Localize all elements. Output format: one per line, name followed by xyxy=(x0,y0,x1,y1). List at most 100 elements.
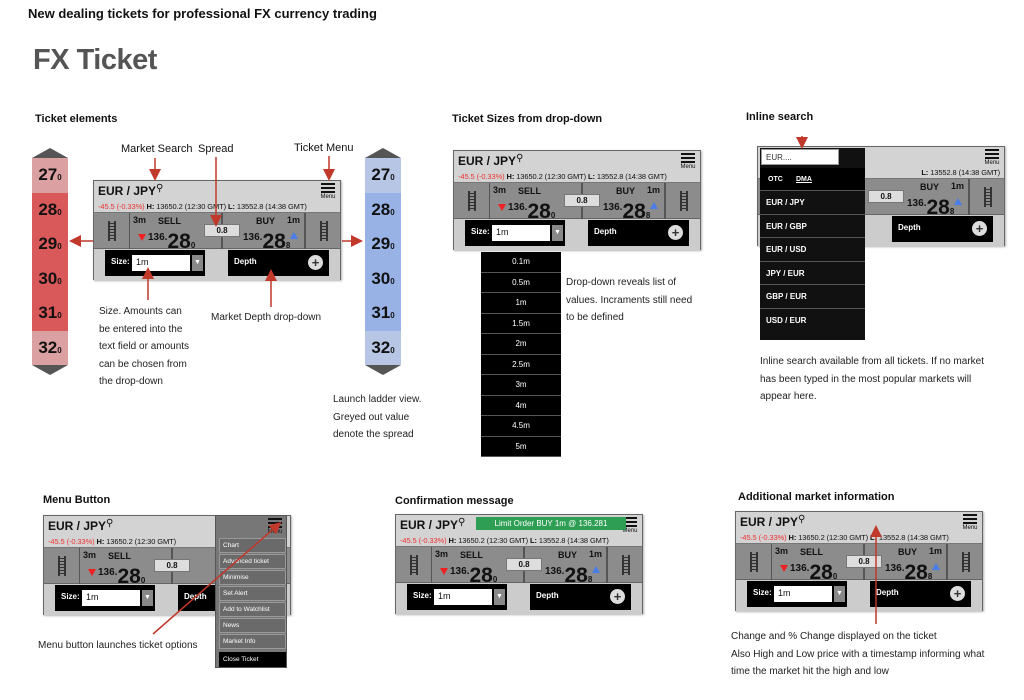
search-icon[interactable]: ⚲ xyxy=(458,517,466,528)
ladder-button-buy[interactable] xyxy=(948,544,984,580)
plus-icon[interactable]: + xyxy=(950,586,965,601)
menu-icon[interactable]: Menu xyxy=(320,182,336,201)
size-input[interactable]: 1m xyxy=(434,589,492,605)
tab-dma[interactable]: DMA xyxy=(796,176,812,183)
ladder-button-buy[interactable] xyxy=(608,547,644,583)
ladder-button-buy[interactable] xyxy=(306,213,342,249)
market-stats: L: 13552.8 (14:38 GMT) xyxy=(921,168,1000,177)
size-input[interactable]: 1m xyxy=(82,590,140,606)
ladder-price-cell[interactable]: 310 xyxy=(32,296,68,331)
menu-item[interactable]: Advanced ticket xyxy=(219,554,286,569)
depth-dropdown[interactable]: Depth+ xyxy=(588,220,689,246)
size-option[interactable]: 1.5m xyxy=(481,314,561,334)
search-icon[interactable]: ⚲ xyxy=(156,183,164,194)
search-icon[interactable]: ⚲ xyxy=(516,153,524,164)
search-icon[interactable]: ⚲ xyxy=(106,518,114,529)
ladder-price-cell[interactable]: 280 xyxy=(365,192,401,227)
ladder-price-cell[interactable]: 320 xyxy=(365,330,401,365)
search-result[interactable]: USD / EUR xyxy=(760,307,865,331)
search-result[interactable]: EUR / USD xyxy=(760,237,865,260)
ladder-button-buy[interactable] xyxy=(970,179,1006,215)
ladder-price-cell[interactable]: 310 xyxy=(365,296,401,331)
menu-icon[interactable]: Menu xyxy=(622,516,638,535)
menu-item[interactable]: Minimise xyxy=(219,570,286,585)
ladder-button-sell[interactable] xyxy=(454,183,490,219)
plus-icon[interactable]: + xyxy=(972,221,987,236)
ladder-button-sell[interactable] xyxy=(396,547,432,583)
size-option[interactable]: 4.5m xyxy=(481,416,561,437)
size-option[interactable]: 2m xyxy=(481,334,561,355)
menu-item[interactable]: News xyxy=(219,618,286,633)
size-dropdown-button[interactable]: ▼ xyxy=(834,586,845,602)
depth-dropdown[interactable]: Depth+ xyxy=(228,250,329,276)
depth-dropdown[interactable]: Depth+ xyxy=(870,581,971,607)
plus-icon[interactable]: + xyxy=(610,589,625,604)
menu-icon[interactable]: Menu xyxy=(984,148,1000,167)
menu-item[interactable]: Add to Watchlist xyxy=(219,602,286,617)
ladder-button-buy[interactable] xyxy=(666,183,702,219)
ladder-scroll-down-icon[interactable] xyxy=(32,365,68,375)
size-option[interactable]: 0.1m xyxy=(481,252,561,273)
fx-ticket-elements: EUR / JPY⚲Menu-45.5 (-0.33%) H: 13650.2 … xyxy=(93,180,342,281)
ladder-price-cell[interactable]: 290 xyxy=(32,227,68,262)
size-option[interactable]: 2.5m xyxy=(481,355,561,375)
size-option[interactable]: 5m xyxy=(481,437,561,457)
ladder-price-cell[interactable]: 280 xyxy=(32,192,68,227)
search-result[interactable]: GBP / EUR xyxy=(760,284,865,307)
size-option[interactable]: 1m xyxy=(481,293,561,314)
market-search-input[interactable]: EUR.... xyxy=(761,149,839,165)
ladder-price-cell[interactable]: 290 xyxy=(365,227,401,262)
buy-label: BUY xyxy=(920,182,940,192)
search-icon[interactable]: ⚲ xyxy=(798,514,806,525)
ladder-price-cell[interactable]: 270 xyxy=(365,158,401,193)
size-dropdown-button[interactable]: ▼ xyxy=(142,590,153,606)
size-option[interactable]: 0.5m xyxy=(481,273,561,293)
search-result[interactable]: EUR / GBP xyxy=(760,213,865,237)
menu-item[interactable]: Chart xyxy=(219,538,286,553)
plus-icon[interactable]: + xyxy=(308,255,323,270)
menu-item[interactable]: Set Alert xyxy=(219,586,286,601)
size-option[interactable]: 3m xyxy=(481,375,561,396)
depth-dropdown[interactable]: Depth+ xyxy=(530,584,631,610)
ladder-scroll-up-icon[interactable] xyxy=(32,148,68,158)
ladder-price-cell[interactable]: 320 xyxy=(32,330,68,365)
ladder-scroll-down-icon[interactable] xyxy=(365,365,401,375)
size-option[interactable]: 4m xyxy=(481,396,561,416)
ladder-price-cell[interactable]: 270 xyxy=(32,158,68,193)
ladder-button-sell[interactable] xyxy=(736,544,772,580)
menu-item[interactable]: Market Info xyxy=(219,634,286,649)
size-dropdown-button[interactable]: ▼ xyxy=(552,225,563,241)
menu-icon[interactable]: Menu xyxy=(962,513,978,532)
menu-icon[interactable]: Menu xyxy=(267,517,283,536)
ladder-button-sell[interactable] xyxy=(94,213,130,249)
ladder-icon xyxy=(468,191,476,211)
section-title-ticket-elements: Ticket elements xyxy=(35,113,118,125)
menu-icon-label: Menu xyxy=(320,194,336,200)
size-input[interactable]: 1m xyxy=(132,255,190,271)
ladder-scroll-up-icon[interactable] xyxy=(365,148,401,158)
size-input[interactable]: 1m xyxy=(492,225,550,241)
ladder-button-sell[interactable] xyxy=(44,548,80,584)
menu-icon[interactable]: Menu xyxy=(680,152,696,171)
depth-dropdown[interactable]: Depth+ xyxy=(892,216,993,242)
plus-icon[interactable]: + xyxy=(668,225,683,240)
search-result[interactable]: JPY / EUR xyxy=(760,260,865,284)
ladder-price-cell[interactable]: 300 xyxy=(365,261,401,296)
size-dropdown-button[interactable]: ▼ xyxy=(494,589,505,605)
menu-item[interactable]: Close Ticket xyxy=(219,652,286,667)
size-input[interactable]: 1m xyxy=(774,586,832,602)
ladder-price-cell[interactable]: 300 xyxy=(32,261,68,296)
tab-otc[interactable]: OTC xyxy=(768,176,783,183)
search-result[interactable]: EUR / JPY xyxy=(760,190,865,213)
size-dropdown-button[interactable]: ▼ xyxy=(192,255,203,271)
